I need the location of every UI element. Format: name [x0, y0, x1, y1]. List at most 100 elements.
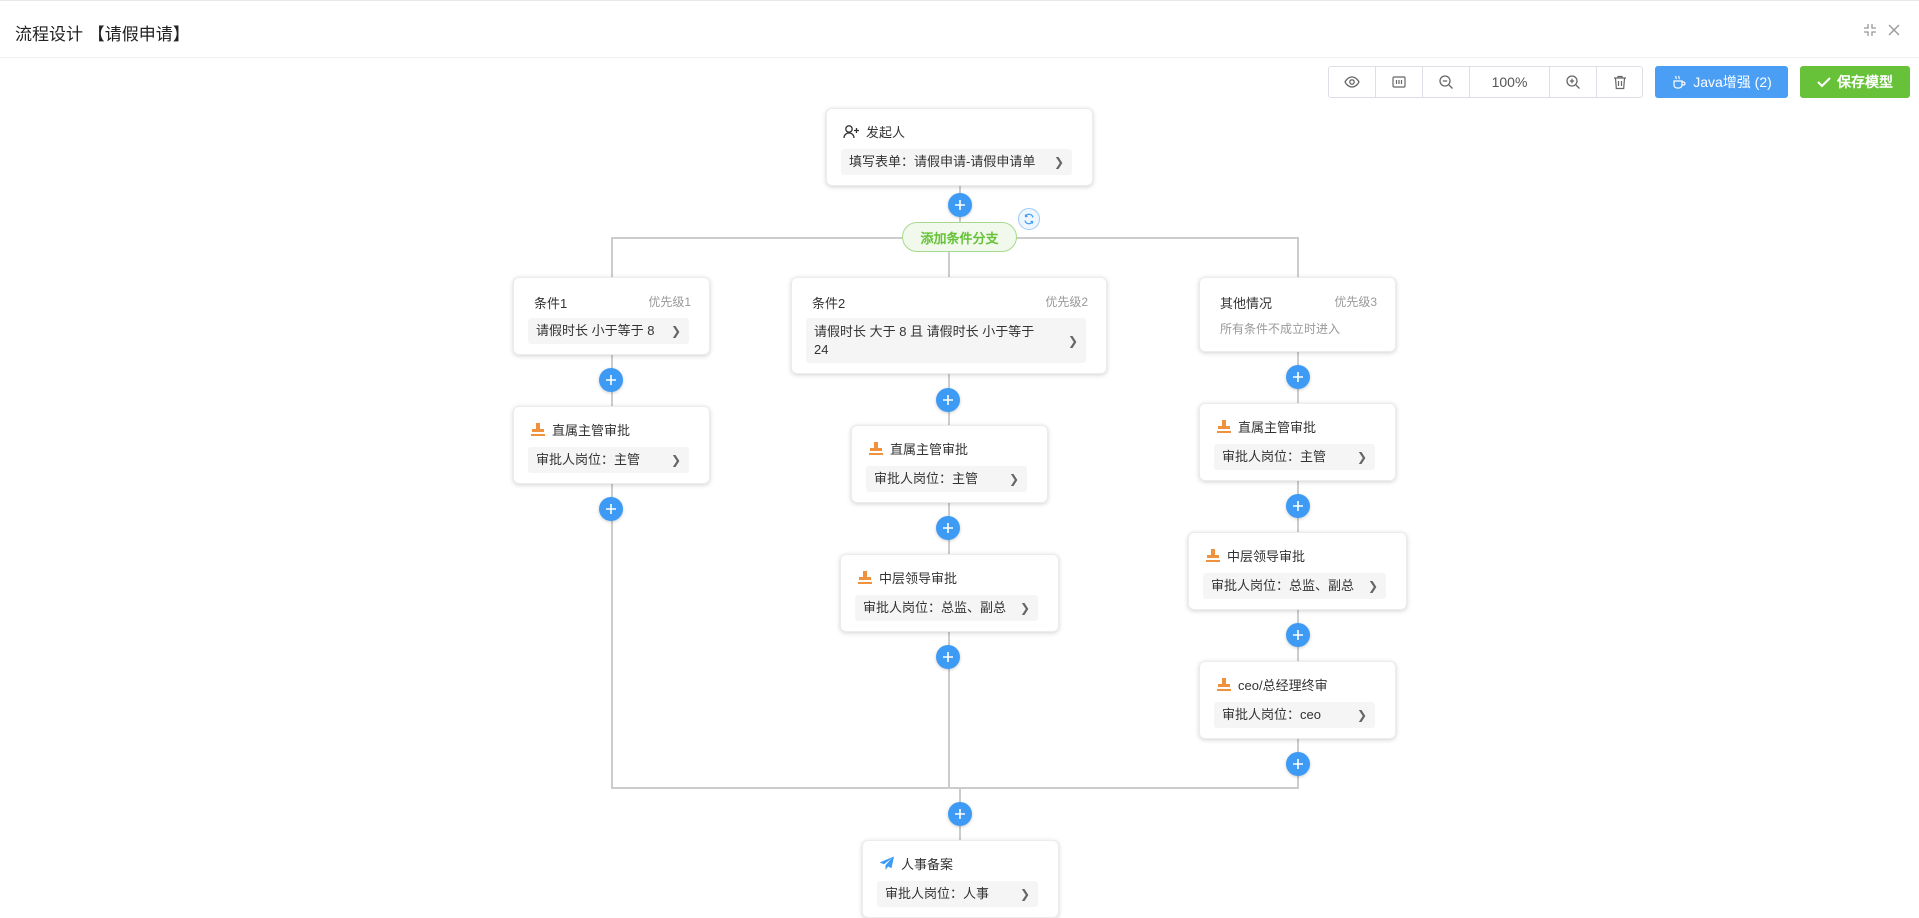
plus-icon [1293, 372, 1303, 382]
zoom-in-icon [1566, 75, 1580, 89]
approver-title-text: 中层领导审批 [1227, 549, 1306, 564]
condition-node-1[interactable]: 条件1 优先级1 请假时长 小于等于 8 ❯ [513, 277, 710, 355]
plus-icon [943, 395, 953, 405]
add-node-button[interactable] [1286, 752, 1310, 776]
approver-node-title: 直属主管审批 [1216, 417, 1316, 436]
priority-badge: 优先级3 [1334, 295, 1377, 309]
chevron-right-icon: ❯ [1356, 450, 1367, 464]
sync-icon[interactable] [1018, 208, 1040, 230]
approver-node[interactable]: 直属主管审批 审批人岗位：主管 ❯ [513, 406, 710, 484]
approver-detail[interactable]: 审批人岗位：主管 ❯ [866, 466, 1027, 492]
save-model-label: 保存模型 [1837, 74, 1893, 90]
approver-node[interactable]: 中层领导审批 审批人岗位：总监、副总 ❯ [840, 554, 1059, 632]
start-node-form[interactable]: 填写表单：请假申请-请假申请单 ❯ [841, 149, 1072, 175]
approver-node[interactable]: 中层领导审批 审批人岗位：总监、副总 ❯ [1188, 532, 1407, 610]
approver-node[interactable]: 直属主管审批 审批人岗位：主管 ❯ [1199, 403, 1396, 481]
start-node[interactable]: 发起人 填写表单：请假申请-请假申请单 ❯ [826, 108, 1093, 186]
cc-detail[interactable]: 审批人岗位：人事 ❯ [877, 881, 1038, 907]
add-node-button[interactable] [936, 388, 960, 412]
cc-node-title: 人事备案 [879, 854, 953, 873]
condition-node-other[interactable]: 其他情况 优先级3 所有条件不成立时进入 [1199, 277, 1396, 352]
condition-text-line1: 请假时长 大于 8 且 请假时长 小于等于 [814, 323, 1035, 339]
condition-node-1-title: 条件1 [534, 296, 568, 311]
plus-icon [1293, 501, 1303, 511]
plus-icon [955, 200, 965, 210]
condition-node-1-rule[interactable]: 请假时长 小于等于 8 ❯ [528, 318, 689, 344]
plus-icon [606, 504, 616, 514]
approver-detail[interactable]: 审批人岗位：主管 ❯ [1214, 444, 1375, 470]
approver-title-text: 直属主管审批 [1238, 420, 1317, 435]
eye-icon [1344, 76, 1360, 88]
java-enhance-button[interactable]: Java增强 (2) [1655, 66, 1788, 98]
add-condition-branch-button[interactable]: 添加条件分支 [902, 222, 1017, 252]
add-node-button[interactable] [599, 368, 623, 392]
approver-detail[interactable]: 审批人岗位：ceo ❯ [1214, 702, 1375, 728]
paper-plane-icon [879, 856, 894, 870]
stamp-icon [531, 422, 545, 436]
cc-node[interactable]: 人事备案 审批人岗位：人事 ❯ [862, 840, 1059, 918]
add-node-button[interactable] [936, 645, 960, 669]
approver-detail[interactable]: 审批人岗位：主管 ❯ [528, 447, 689, 473]
chevron-right-icon: ❯ [1356, 708, 1367, 722]
cc-detail-text: 审批人岗位：人事 [885, 886, 990, 901]
zoom-out-button[interactable] [1423, 67, 1470, 97]
condition-node-2-rule[interactable]: 请假时长 大于 8 且 请假时长 小于等于 24 ❯ [806, 318, 1086, 363]
chevron-right-icon: ❯ [1067, 333, 1078, 348]
save-model-button[interactable]: 保存模型 [1800, 66, 1910, 98]
condition-node-2[interactable]: 条件2 优先级2 请假时长 大于 8 且 请假时长 小于等于 24 ❯ [791, 277, 1107, 374]
approver-detail[interactable]: 审批人岗位：总监、副总 ❯ [855, 595, 1038, 621]
condition-text: 请假时长 小于等于 8 [536, 323, 655, 338]
zoom-in-button[interactable] [1550, 67, 1597, 97]
approver-title-text: ceo/总经理终审 [1238, 678, 1328, 693]
canvas-toolbar: 100% [1328, 66, 1643, 98]
start-node-label: 发起人 [866, 125, 906, 140]
minimap-icon [1392, 76, 1406, 88]
add-node-button[interactable] [1286, 623, 1310, 647]
condition-description: 所有条件不成立时进入 [1220, 322, 1341, 336]
approver-node[interactable]: 直属主管审批 审批人岗位：主管 ❯ [851, 425, 1048, 503]
plus-icon [943, 652, 953, 662]
chevron-right-icon: ❯ [1019, 887, 1030, 901]
close-icon[interactable] [1886, 22, 1902, 38]
chevron-right-icon: ❯ [670, 324, 681, 338]
add-node-button[interactable] [936, 516, 960, 540]
chevron-right-icon: ❯ [1053, 155, 1064, 169]
plus-icon [1293, 759, 1303, 769]
start-node-title: 发起人 [843, 122, 905, 141]
approver-detail-text: 审批人岗位：ceo [1222, 707, 1321, 722]
approver-node-title: 直属主管审批 [868, 439, 968, 458]
approver-detail-text: 审批人岗位：主管 [1222, 449, 1327, 464]
exit-fullscreen-icon[interactable] [1862, 22, 1878, 38]
trash-icon [1613, 75, 1626, 89]
zoom-level: 100% [1470, 67, 1550, 97]
start-node-form-text: 填写表单：请假申请-请假申请单 [849, 154, 1036, 169]
add-node-button[interactable] [1286, 494, 1310, 518]
java-enhance-label: Java增强 (2) [1693, 74, 1772, 90]
add-node-button[interactable] [948, 193, 972, 217]
minimap-button[interactable] [1376, 67, 1423, 97]
stamp-icon [1217, 419, 1231, 433]
approver-node[interactable]: ceo/总经理终审 审批人岗位：ceo ❯ [1199, 661, 1396, 739]
cc-title-text: 人事备案 [901, 857, 954, 872]
approver-detail-text: 审批人岗位：主管 [536, 452, 641, 467]
approver-title-text: 直属主管审批 [890, 442, 969, 457]
add-node-button[interactable] [948, 802, 972, 826]
chevron-right-icon: ❯ [1019, 601, 1030, 615]
zoom-out-icon [1439, 75, 1453, 89]
approver-detail-text: 审批人岗位：总监、副总 [1211, 578, 1355, 593]
add-node-button[interactable] [1286, 365, 1310, 389]
approver-node-title: 中层领导审批 [857, 568, 957, 587]
plus-icon [943, 523, 953, 533]
stamp-icon [1206, 548, 1220, 562]
approver-detail[interactable]: 审批人岗位：总监、副总 ❯ [1203, 573, 1386, 599]
preview-button[interactable] [1329, 67, 1376, 97]
approver-node-title: 直属主管审批 [530, 420, 630, 439]
add-node-button[interactable] [599, 497, 623, 521]
approver-node-title: ceo/总经理终审 [1216, 675, 1328, 694]
stamp-icon [858, 570, 872, 584]
approver-node-title: 中层领导审批 [1205, 546, 1305, 565]
delete-button[interactable] [1597, 67, 1642, 97]
chevron-right-icon: ❯ [670, 453, 681, 467]
approver-title-text: 中层领导审批 [879, 571, 958, 586]
priority-badge: 优先级2 [1045, 295, 1088, 309]
